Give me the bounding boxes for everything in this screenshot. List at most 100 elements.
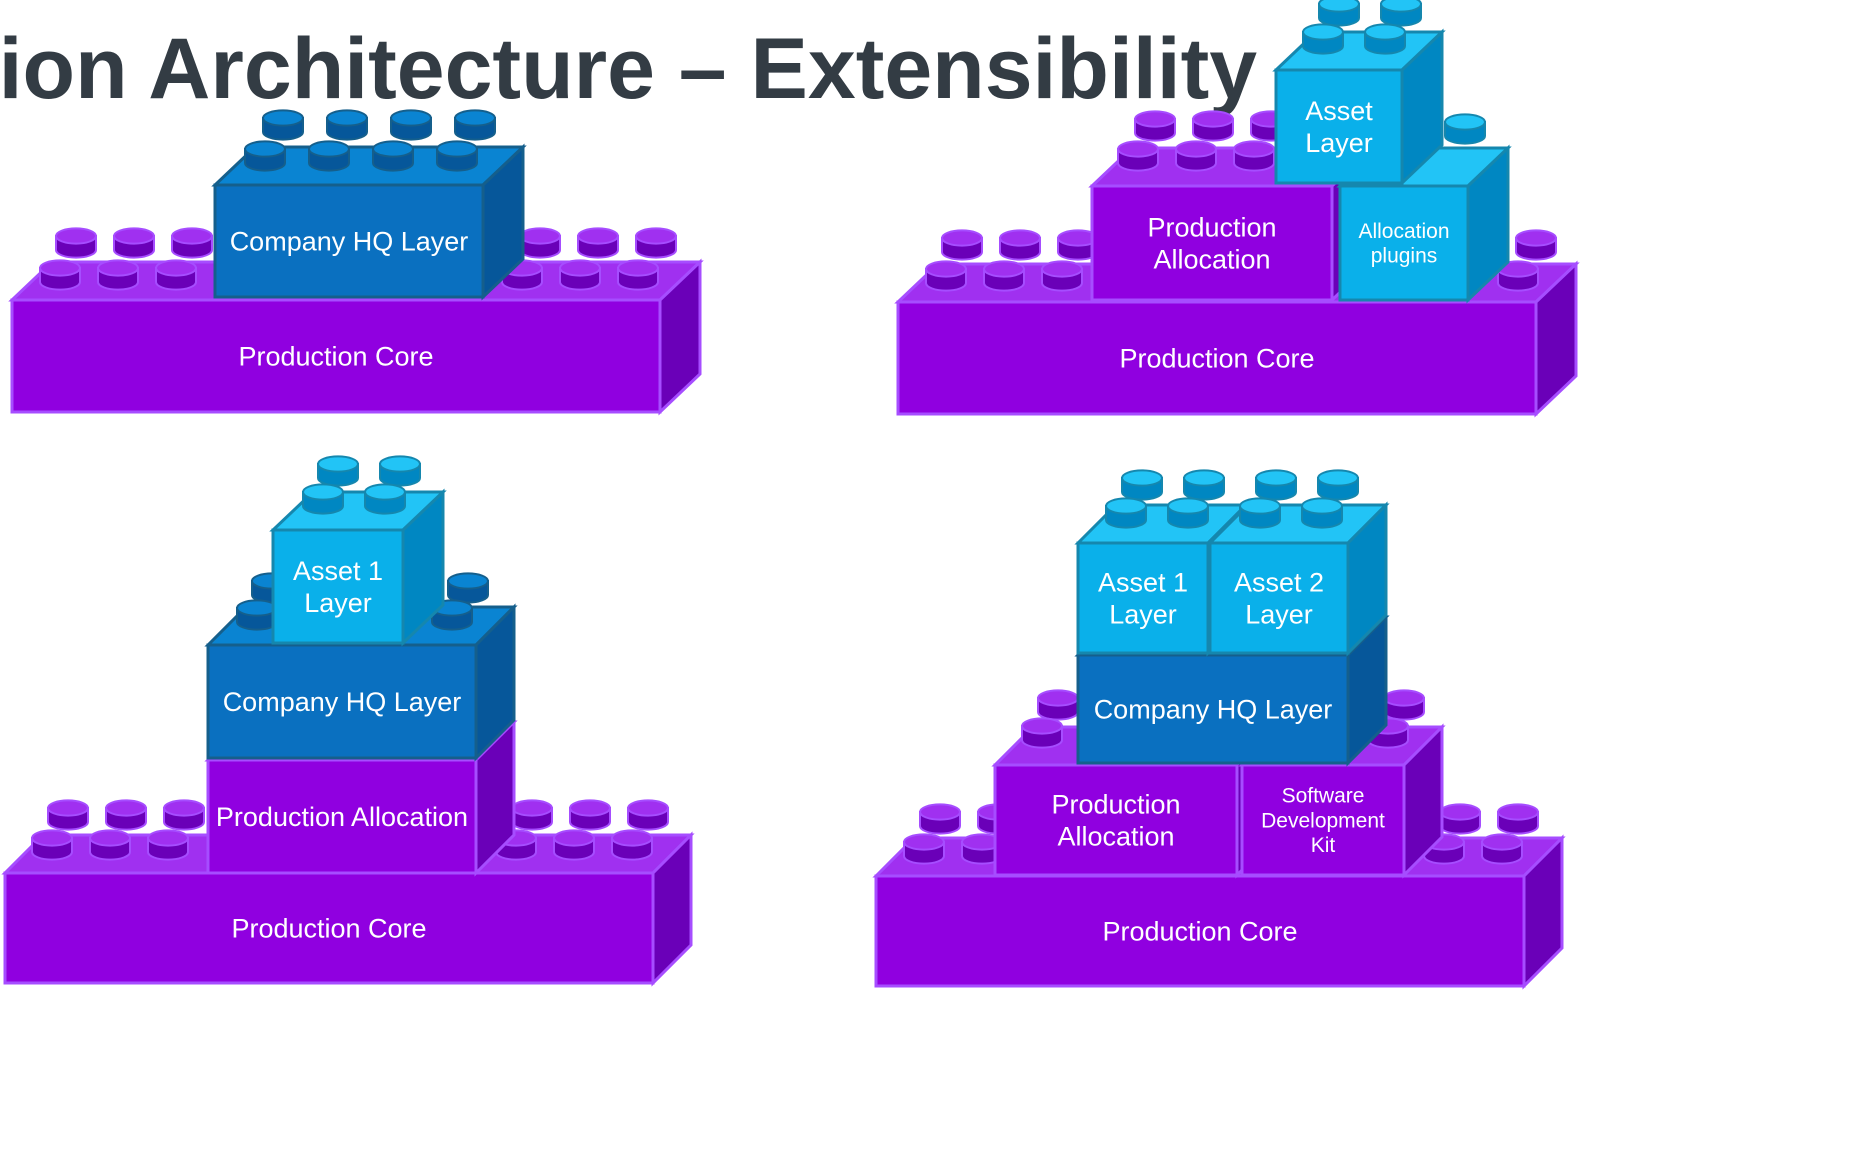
stud-top: [244, 140, 286, 158]
stud-top: [147, 829, 189, 847]
stud-top: [919, 803, 961, 821]
stud-top: [617, 259, 659, 277]
stud-top: [1134, 110, 1176, 128]
stud-top: [1481, 833, 1523, 851]
stud-top: [1183, 469, 1225, 487]
brick-core: [1238, 689, 1446, 879]
brick-asset: [1206, 469, 1390, 657]
quadrant-bottom-right: [872, 469, 1566, 990]
brick-label: Production: [1051, 790, 1180, 820]
stud-top: [171, 227, 213, 245]
stud-top: [1364, 23, 1406, 41]
brick-asset: [1336, 113, 1512, 304]
brick-label: Asset: [1305, 96, 1373, 126]
stud-top: [1121, 469, 1163, 487]
stud-top: [903, 833, 945, 851]
brick-label: Allocation: [1153, 244, 1270, 274]
stud-top: [155, 259, 197, 277]
stud-top: [436, 140, 478, 158]
stud-top: [308, 140, 350, 158]
brick-label: Layer: [304, 588, 372, 618]
stud-top: [925, 260, 967, 278]
brick-label: Production Allocation: [216, 802, 468, 832]
stud-top: [1037, 689, 1079, 707]
stud-top: [447, 572, 489, 590]
stud-top: [1383, 689, 1425, 707]
brick-front-face: [213, 183, 485, 299]
brick-front-face: [1274, 68, 1404, 185]
brick-label: Asset 1: [1098, 568, 1188, 598]
stud-top: [105, 799, 147, 817]
stud-top: [97, 259, 139, 277]
stud-top: [1041, 260, 1083, 278]
brick-front-face: [1076, 653, 1350, 765]
stud-top: [1497, 803, 1539, 821]
brick-front-face: [1338, 184, 1470, 302]
stud-top: [511, 799, 553, 817]
stud-top: [317, 455, 359, 473]
brick-front-face: [1090, 184, 1334, 302]
brick-label: Production Core: [238, 341, 433, 371]
stud-top: [113, 227, 155, 245]
stud-top: [983, 260, 1025, 278]
stud-top: [55, 227, 97, 245]
brick-label: Company HQ Layer: [1094, 694, 1333, 724]
brick-hq: [211, 109, 527, 301]
stud-top: [553, 829, 595, 847]
stud-top: [89, 829, 131, 847]
stud-top: [454, 109, 496, 127]
brick-core: [8, 227, 704, 416]
brick-label: Production Core: [231, 913, 426, 943]
brick-label: Asset 2: [1234, 568, 1324, 598]
stud-top: [31, 829, 73, 847]
brick-label: Layer: [1109, 599, 1177, 629]
stud-top: [1318, 0, 1360, 13]
brick-asset: [269, 455, 447, 647]
stud-top: [1233, 140, 1275, 158]
brick-label: Production Core: [1119, 343, 1314, 373]
quadrant-top-left: [8, 109, 704, 416]
stud-top: [941, 229, 983, 247]
stud-top: [390, 109, 432, 127]
stud-top: [163, 799, 205, 817]
stud-top: [1192, 110, 1234, 128]
stud-top: [1167, 497, 1209, 515]
stud-top: [627, 799, 669, 817]
brick-label: Kit: [1311, 834, 1336, 857]
stud-top: [1317, 469, 1359, 487]
stud-top: [1380, 0, 1422, 13]
brick-label: Production: [1147, 213, 1276, 243]
brick-label: Layer: [1245, 599, 1313, 629]
stud-top: [611, 829, 653, 847]
stud-top: [326, 109, 368, 127]
brick-front-face: [1208, 541, 1350, 655]
brick-front-face: [874, 874, 1526, 988]
brick-label: Allocation: [1057, 821, 1174, 851]
brick-label: plugins: [1371, 245, 1438, 268]
brick-front-face: [271, 528, 405, 645]
stud-top: [569, 799, 611, 817]
slide-title: tion Architecture – Extensibility: [0, 21, 1258, 117]
stud-top: [519, 227, 561, 245]
brick-label: Allocation: [1358, 220, 1449, 243]
brick-front-face: [3, 871, 655, 985]
brick-label: Production Core: [1102, 916, 1297, 946]
stud-top: [1439, 803, 1481, 821]
brick-label: Asset 1: [293, 556, 383, 586]
stud-top: [47, 799, 89, 817]
stud-top: [302, 483, 344, 501]
stud-top: [1515, 229, 1557, 247]
stud-top: [999, 229, 1041, 247]
stud-top: [364, 483, 406, 501]
stud-top: [262, 109, 304, 127]
stud-top: [1255, 469, 1297, 487]
brick-label: Company HQ Layer: [230, 226, 469, 256]
brick-front-face: [206, 643, 478, 760]
brick-label: Development: [1261, 809, 1385, 832]
brick-front-face: [896, 300, 1538, 416]
stud-top: [1301, 497, 1343, 515]
brick-front-face: [206, 758, 478, 875]
stud-top: [372, 140, 414, 158]
brick-front-face: [993, 763, 1239, 877]
